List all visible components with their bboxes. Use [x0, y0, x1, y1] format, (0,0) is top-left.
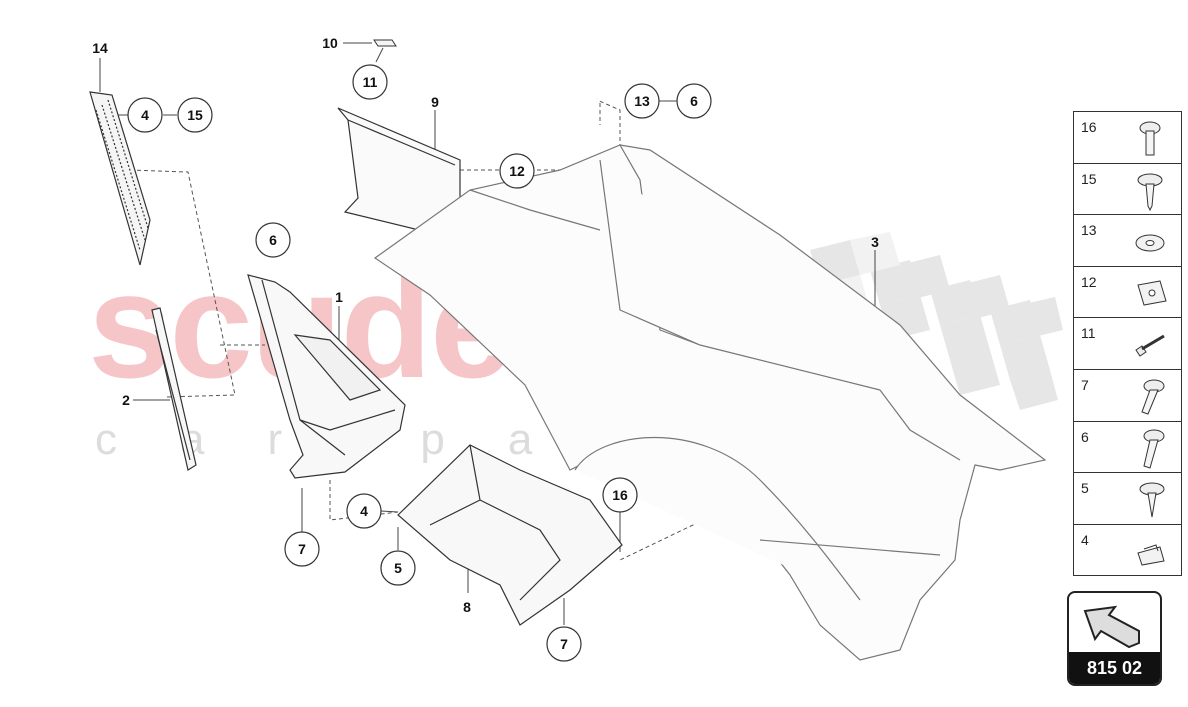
callout-12: 12	[509, 163, 525, 179]
callout-7-circle-bottom	[546, 626, 582, 662]
legend-number: 6	[1081, 428, 1089, 445]
callout-13-circle	[624, 83, 660, 119]
callout-6-circle-mid	[255, 222, 291, 258]
pan-head-bolt-icon	[1139, 121, 1161, 156]
callout-11-circle	[352, 64, 388, 100]
legend-row: 11	[1074, 318, 1181, 370]
legend-row: 16	[1074, 112, 1181, 164]
callout-4-circle-mid	[346, 493, 382, 529]
callouts: 14 4 15 10 11 9 13 6 12 6 1 3 2 4 7 5 16…	[92, 35, 879, 662]
legend-number: 7	[1081, 376, 1089, 393]
callout-2: 2	[122, 392, 130, 408]
legend-number: 4	[1081, 531, 1089, 548]
callout-8: 8	[463, 599, 471, 615]
part-9-cover-panel	[337, 107, 461, 241]
speed-nut-icon	[1137, 544, 1165, 566]
callout-3: 3	[871, 234, 879, 250]
callout-6-circle-top	[676, 83, 712, 119]
callout-12-circle	[499, 153, 535, 189]
legend-number: 11	[1081, 325, 1096, 342]
part-14-mesh-grille	[89, 91, 151, 266]
legend-row: 4	[1074, 525, 1181, 577]
callout-14: 14	[92, 40, 108, 56]
callout-7-left: 7	[298, 541, 306, 557]
tapping-screw-icon	[1139, 482, 1165, 518]
reference-number: 815 02	[1069, 652, 1160, 684]
callout-10: 10	[322, 35, 338, 51]
direction-arrow-icon	[1083, 605, 1140, 649]
callout-4-circle-top	[127, 97, 163, 133]
flanged-bolt-icon	[1141, 379, 1165, 415]
callout-16-circle	[602, 477, 638, 513]
legend-number: 15	[1081, 170, 1097, 187]
callout-16: 16	[612, 487, 628, 503]
callout-6-top: 6	[690, 93, 698, 109]
callout-6-mid: 6	[269, 232, 277, 248]
callout-13: 13	[634, 93, 650, 109]
part-10-clip	[373, 39, 397, 47]
flanged-screw-icon	[1137, 173, 1163, 211]
washer-icon	[1135, 234, 1165, 252]
callout-1: 1	[335, 289, 343, 305]
legend-number: 5	[1081, 480, 1089, 497]
callout-15: 15	[187, 107, 203, 123]
legend-number: 16	[1081, 119, 1097, 135]
callout-7-bottom: 7	[560, 636, 568, 652]
part-1-air-duct	[247, 274, 406, 479]
callout-5: 5	[394, 560, 402, 576]
long-bolt-icon	[1143, 429, 1165, 469]
legend-row: 13	[1074, 215, 1181, 267]
spring-nut-clip-icon	[1137, 280, 1167, 306]
part-3-fender	[373, 144, 1047, 661]
legend-number: 12	[1081, 273, 1097, 290]
legend-row: 5	[1074, 473, 1181, 525]
legend-row: 7	[1074, 370, 1181, 422]
callout-9: 9	[431, 94, 439, 110]
legend-number: 13	[1081, 222, 1097, 239]
callout-7-circle-left	[284, 531, 320, 567]
reference-box: 815 02	[1067, 591, 1162, 686]
blind-rivet-icon	[1135, 335, 1165, 358]
part-8-lower-duct	[397, 444, 623, 626]
callout-4-mid: 4	[360, 503, 368, 519]
callout-15-circle	[177, 97, 213, 133]
callout-4-top: 4	[141, 107, 149, 123]
part-2-trim-strip	[151, 307, 197, 471]
legend-row: 6	[1074, 422, 1181, 474]
fastener-legend: 16 15 13 12 11 7	[1073, 111, 1182, 576]
legend-row: 12	[1074, 267, 1181, 319]
legend-row: 15	[1074, 164, 1181, 216]
callout-11: 11	[363, 74, 378, 90]
callout-5-circle	[380, 550, 416, 586]
